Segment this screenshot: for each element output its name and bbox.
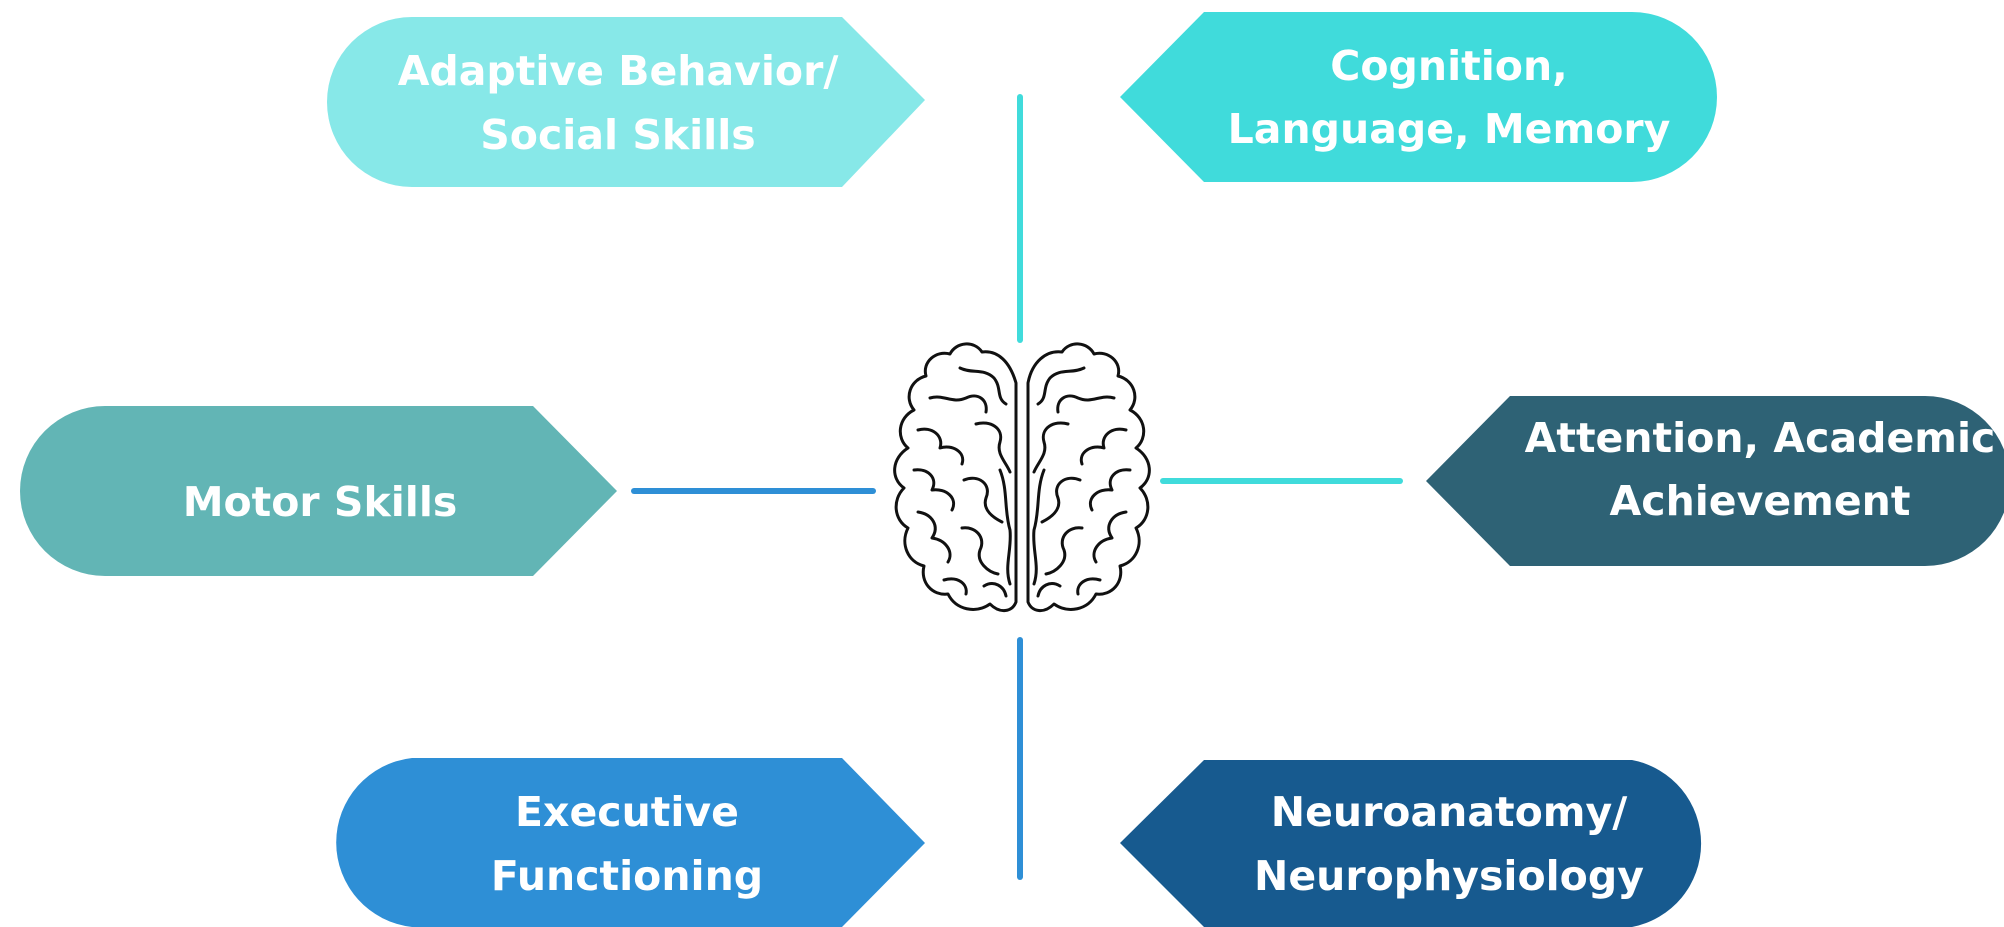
node-motor-skills: Motor Skills xyxy=(20,406,617,576)
node-neuroanatomy-shape xyxy=(1120,760,1702,927)
node-neuroanatomy-label-1: Neuroanatomy/ xyxy=(1271,788,1627,836)
node-attention-label-1: Attention, Academic xyxy=(1525,414,1996,462)
node-adaptive-behavior: Adaptive Behavior/ Social Skills xyxy=(327,17,925,187)
node-executive-shape xyxy=(336,758,925,927)
node-cognition-label-1: Cognition, xyxy=(1330,42,1567,90)
node-executive-label-2: Functioning xyxy=(491,852,763,900)
node-neuroanatomy: Neuroanatomy/ Neurophysiology xyxy=(1120,760,1702,927)
node-attention-label-2: Achievement xyxy=(1610,477,1911,525)
node-adaptive-label-1: Adaptive Behavior/ xyxy=(398,47,839,95)
brain-icon xyxy=(893,342,1151,612)
node-executive-label-1: Executive xyxy=(515,788,739,836)
node-cognition-label-2: Language, Memory xyxy=(1228,105,1671,153)
node-executive-functioning: Executive Functioning xyxy=(336,758,925,927)
node-adaptive-label-2: Social Skills xyxy=(480,111,755,159)
node-attention: Attention, Academic Achievement xyxy=(1426,396,2004,566)
node-neuroanatomy-label-2: Neurophysiology xyxy=(1254,852,1644,900)
node-adaptive-shape xyxy=(327,17,925,187)
node-attention-shape xyxy=(1426,396,2004,566)
node-cognition-shape xyxy=(1120,12,1717,182)
node-cognition: Cognition, Language, Memory xyxy=(1120,12,1717,182)
node-motor-label: Motor Skills xyxy=(183,478,458,526)
node-motor-shape xyxy=(20,406,617,576)
